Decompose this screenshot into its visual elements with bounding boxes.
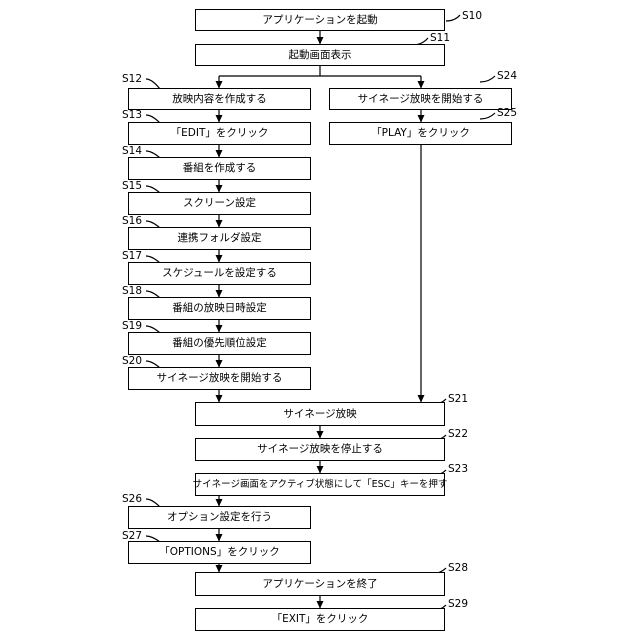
- step-text-s24: サイネージ放映を開始する: [358, 94, 484, 105]
- step-text-s14: 番組を作成する: [183, 163, 257, 174]
- step-id-s15: S15: [122, 181, 142, 192]
- step-text-s13: 「EDIT」をクリック: [171, 128, 269, 139]
- step-id-s17: S17: [122, 251, 142, 262]
- step-box-s13: 「EDIT」をクリック: [128, 122, 311, 145]
- step-text-s10: アプリケーションを起動: [262, 15, 377, 26]
- step-text-s26: オプション設定を行う: [167, 512, 272, 523]
- step-text-s29: 「EXIT」をクリック: [272, 614, 369, 625]
- step-box-s26: オプション設定を行う: [128, 506, 311, 529]
- step-id-s23: S23: [448, 464, 468, 475]
- step-id-s26: S26: [122, 494, 142, 505]
- step-box-s18: 番組の放映日時設定: [128, 297, 311, 320]
- step-text-s17: スケジュールを設定する: [162, 268, 277, 279]
- step-box-s29: 「EXIT」をクリック: [195, 608, 445, 631]
- step-id-s25: S25: [497, 108, 517, 119]
- step-text-s15: スクリーン設定: [183, 198, 256, 209]
- leader-s25: [480, 113, 495, 119]
- leader-s24: [480, 76, 495, 82]
- step-text-s20: サイネージ放映を開始する: [157, 373, 283, 384]
- step-id-s16: S16: [122, 216, 142, 227]
- step-text-s27: 「OPTIONS」をクリック: [159, 547, 279, 558]
- step-box-s20: サイネージ放映を開始する: [128, 367, 311, 390]
- step-id-s24: S24: [497, 71, 517, 82]
- step-box-s27: 「OPTIONS」をクリック: [128, 541, 311, 564]
- step-text-s23: サイネージ画面をアクティブ状態にして「ESC」キーを押す: [193, 480, 448, 490]
- step-box-s16: 連携フォルダ設定: [128, 227, 311, 250]
- step-id-s14: S14: [122, 146, 142, 157]
- step-text-s21: サイネージ放映: [283, 409, 356, 420]
- step-box-s28: アプリケーションを終了: [195, 572, 445, 596]
- step-text-s11: 起動画面表示: [289, 50, 352, 61]
- step-box-s21: サイネージ放映: [195, 402, 445, 426]
- step-box-s11: 起動画面表示: [195, 44, 445, 66]
- step-id-s13: S13: [122, 110, 142, 121]
- step-box-s22: サイネージ放映を停止する: [195, 438, 445, 461]
- step-box-s10: アプリケーションを起動: [195, 9, 445, 31]
- step-box-s14: 番組を作成する: [128, 157, 311, 180]
- step-text-s19: 番組の優先順位設定: [172, 338, 267, 349]
- step-text-s18: 番組の放映日時設定: [172, 303, 267, 314]
- step-box-s15: スクリーン設定: [128, 192, 311, 215]
- step-box-s24: サイネージ放映を開始する: [329, 88, 512, 110]
- step-box-s17: スケジュールを設定する: [128, 262, 311, 285]
- step-box-s25: 「PLAY」をクリック: [329, 122, 512, 145]
- step-text-s16: 連携フォルダ設定: [178, 233, 262, 244]
- step-id-s22: S22: [448, 429, 468, 440]
- step-id-s11: S11: [430, 33, 450, 44]
- step-id-s21: S21: [448, 394, 468, 405]
- step-id-s28: S28: [448, 563, 468, 574]
- step-id-s20: S20: [122, 356, 142, 367]
- step-id-s27: S27: [122, 531, 142, 542]
- step-text-s25: 「PLAY」をクリック: [371, 128, 470, 139]
- leader-s10: [446, 15, 460, 21]
- step-text-s28: アプリケーションを終了: [262, 579, 377, 590]
- step-id-s12: S12: [122, 74, 142, 85]
- step-text-s22: サイネージ放映を停止する: [257, 444, 383, 455]
- step-box-s19: 番組の優先順位設定: [128, 332, 311, 355]
- step-box-s12: 放映内容を作成する: [128, 88, 311, 110]
- step-id-s29: S29: [448, 599, 468, 610]
- step-text-s12: 放映内容を作成する: [172, 94, 267, 105]
- step-id-s19: S19: [122, 321, 142, 332]
- step-id-s10: S10: [462, 11, 482, 22]
- step-box-s23: サイネージ画面をアクティブ状態にして「ESC」キーを押す: [195, 473, 445, 496]
- step-id-s18: S18: [122, 286, 142, 297]
